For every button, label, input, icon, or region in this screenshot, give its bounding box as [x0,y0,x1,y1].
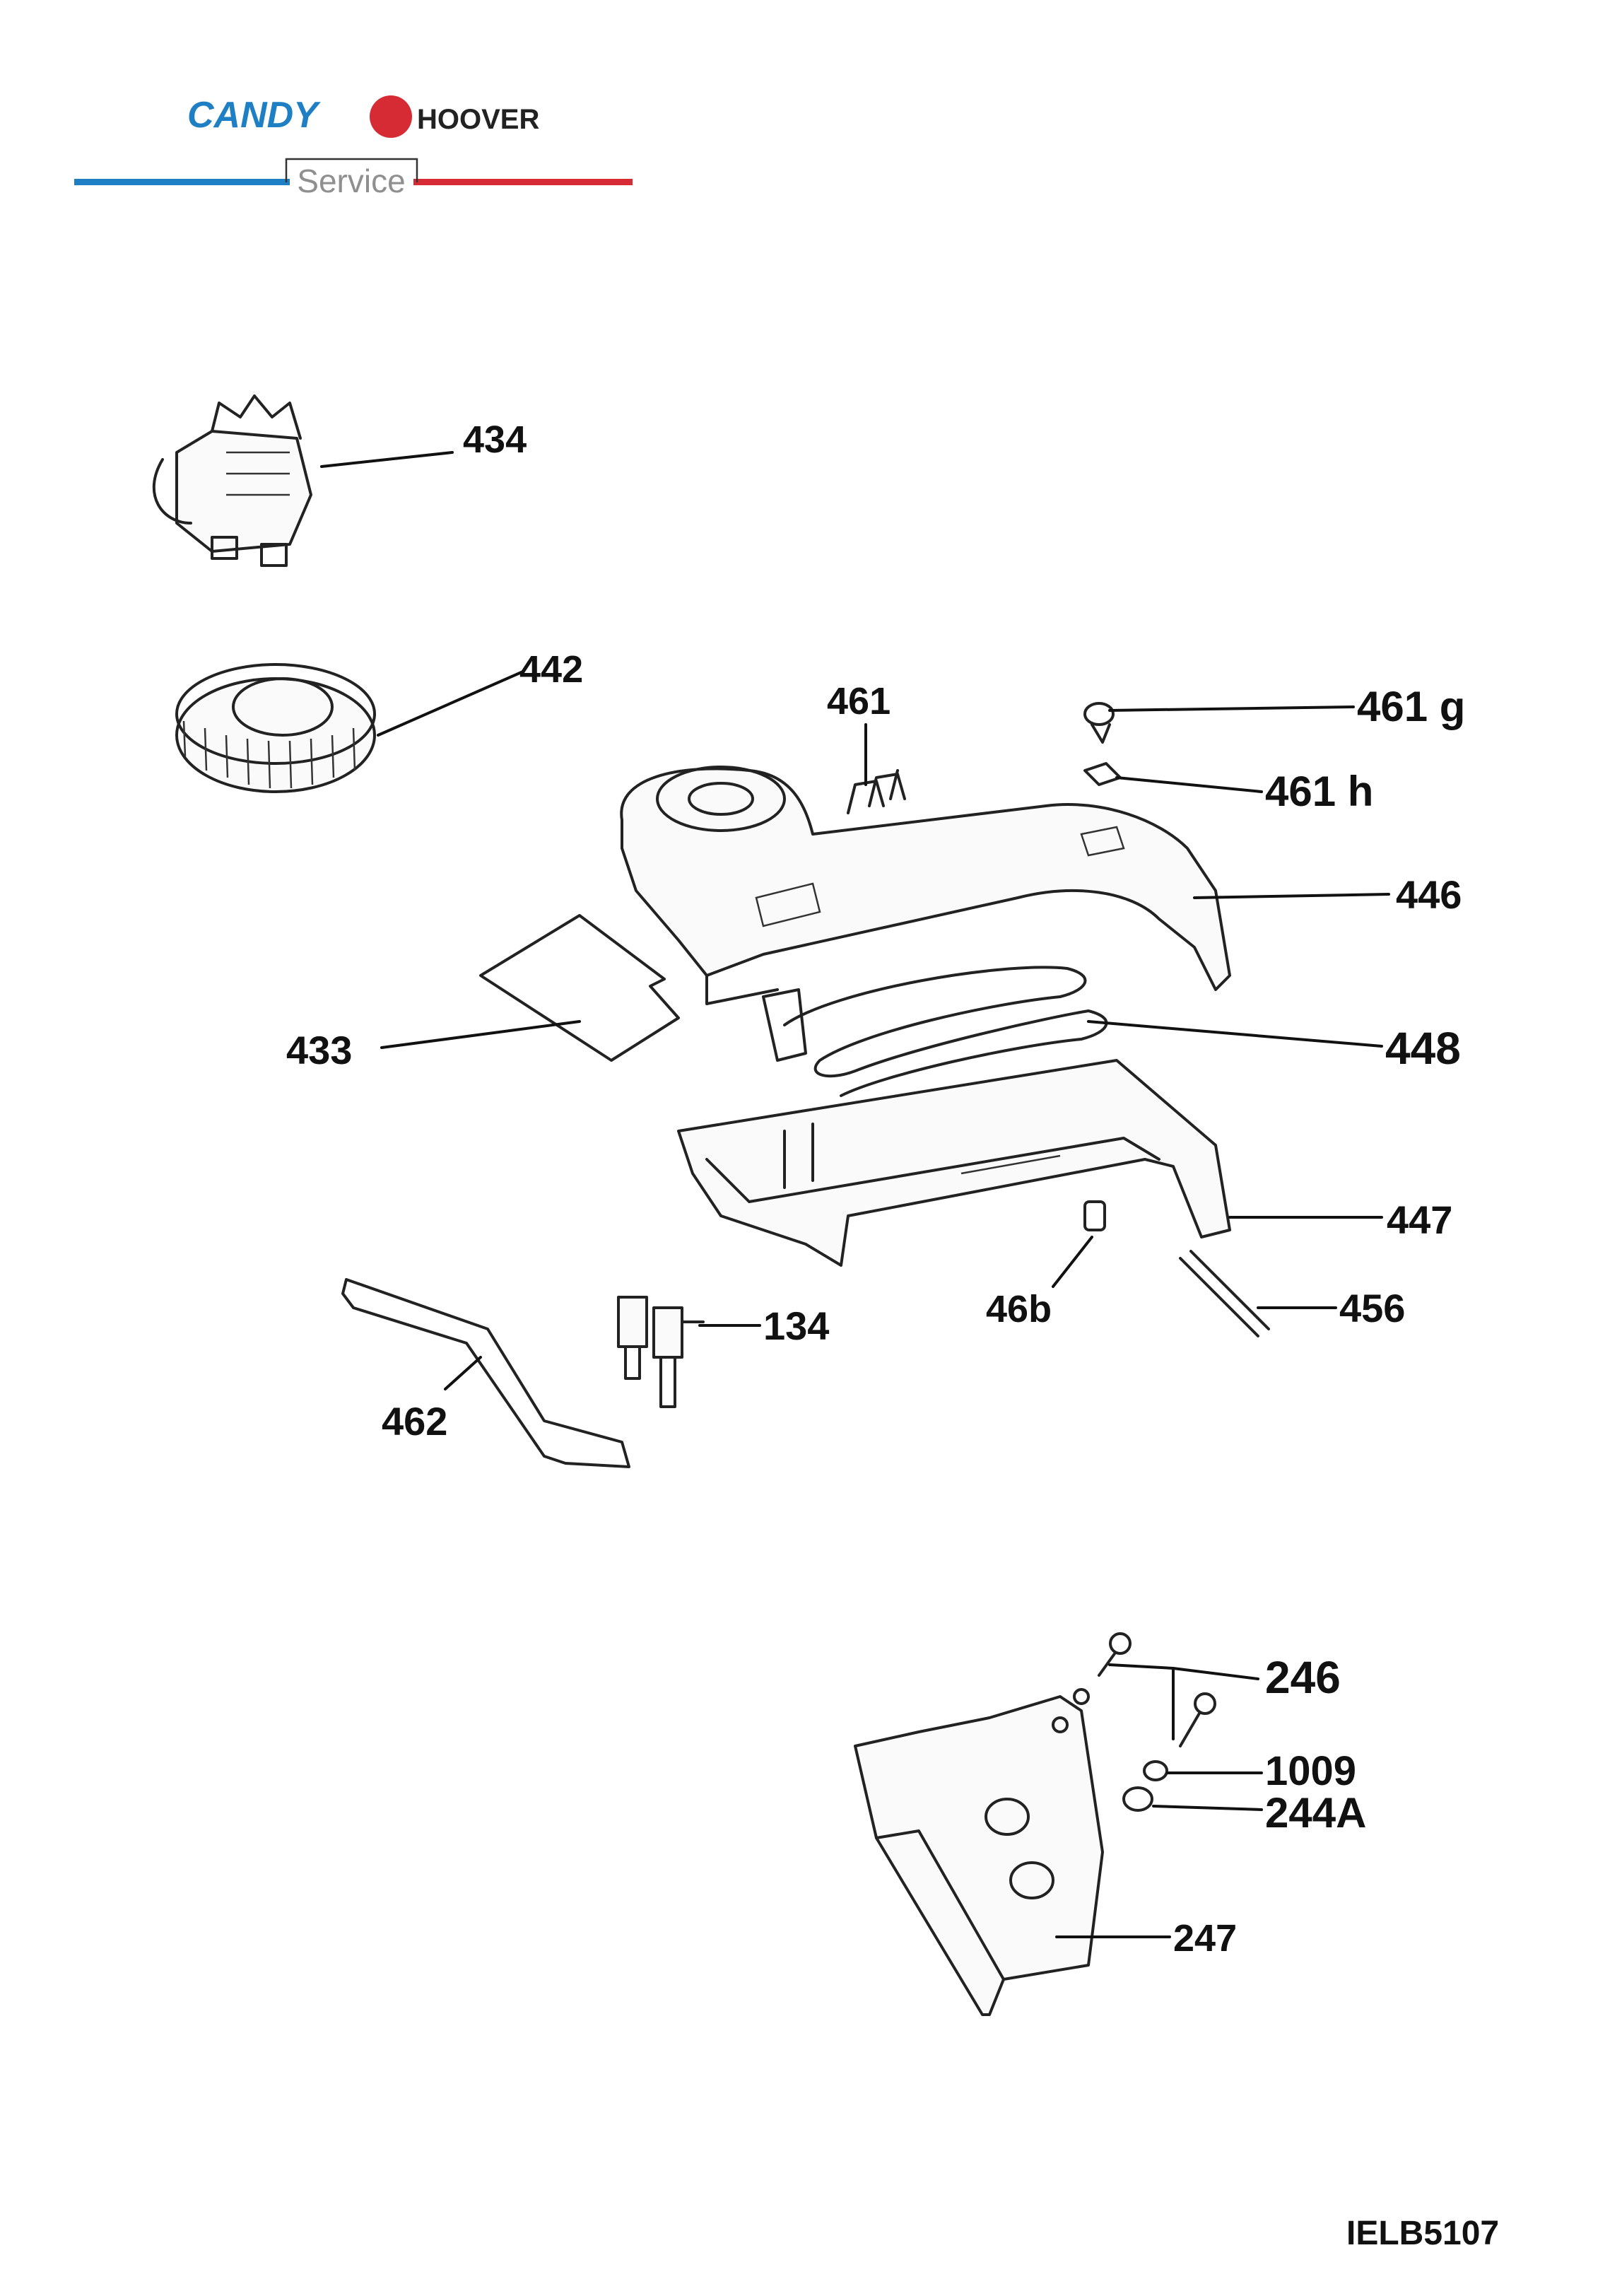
part-labels: 434 442 461 461 g 461 h 446 433 448 447 … [286,418,1465,1960]
sheet-433-drawing [479,914,680,1062]
part-461h-drawing [1083,762,1122,786]
label-461g: 461 g [1357,683,1465,730]
leader-462 [444,1356,482,1390]
hoover-logo-text: HOOVER [417,104,539,135]
label-1009: 1009 [1265,1748,1356,1794]
motor-434-drawing [152,394,312,567]
leader-lines [320,451,1390,1938]
valve-134-drawing [617,1296,705,1408]
label-244a: 244A [1265,1789,1366,1837]
tray-447-drawing [677,1059,1231,1267]
rod-456-drawing [1179,1250,1270,1337]
label-456: 456 [1339,1286,1405,1330]
leader-461h [1115,776,1263,793]
leader-446 [1193,893,1390,899]
washer-1009-drawing [1143,1760,1168,1781]
leader-434 [320,451,454,468]
label-46b: 46b [986,1288,1052,1330]
housing-446-drawing [620,766,1231,1005]
hose-462-drawing [341,1278,630,1468]
brand-logo: CANDY HOOVER Service [74,95,633,199]
label-462: 462 [382,1399,447,1443]
label-247: 247 [1173,1917,1237,1960]
leader-244a [1152,1805,1263,1811]
label-461: 461 [827,680,891,722]
service-bar-blue [74,179,290,185]
label-447: 447 [1387,1197,1452,1242]
hoover-logo-icon [370,95,412,138]
leader-461g [1108,705,1355,712]
label-134: 134 [763,1304,829,1348]
part-46b-drawing [1083,1200,1106,1231]
leader-433 [380,1020,581,1049]
candy-logo-text: CANDY [187,95,321,136]
label-446: 446 [1396,872,1462,917]
service-box [285,158,418,182]
label-442: 442 [519,648,583,691]
part-461g-drawing [1083,702,1115,744]
bracket-247-drawing [854,1688,1104,2016]
terminal-461-drawing [847,769,906,814]
leader-46b [1052,1236,1093,1288]
screws-246-drawing [1098,1632,1216,1747]
heater-448-drawing [762,966,1108,1097]
leader-246 [1108,1663,1259,1740]
service-label: Service [297,163,405,199]
leader-448 [1087,1020,1383,1048]
label-434: 434 [463,418,527,461]
service-bar-red [413,179,633,185]
label-246: 246 [1265,1652,1341,1703]
label-433: 433 [286,1028,352,1072]
label-448: 448 [1385,1023,1461,1074]
fan-wheel-442-drawing [175,663,376,793]
washer-244a-drawing [1122,1786,1153,1812]
label-461h: 461 h [1265,768,1373,815]
document-code: IELB5107 [1346,2215,1499,2252]
leader-442 [377,670,524,737]
